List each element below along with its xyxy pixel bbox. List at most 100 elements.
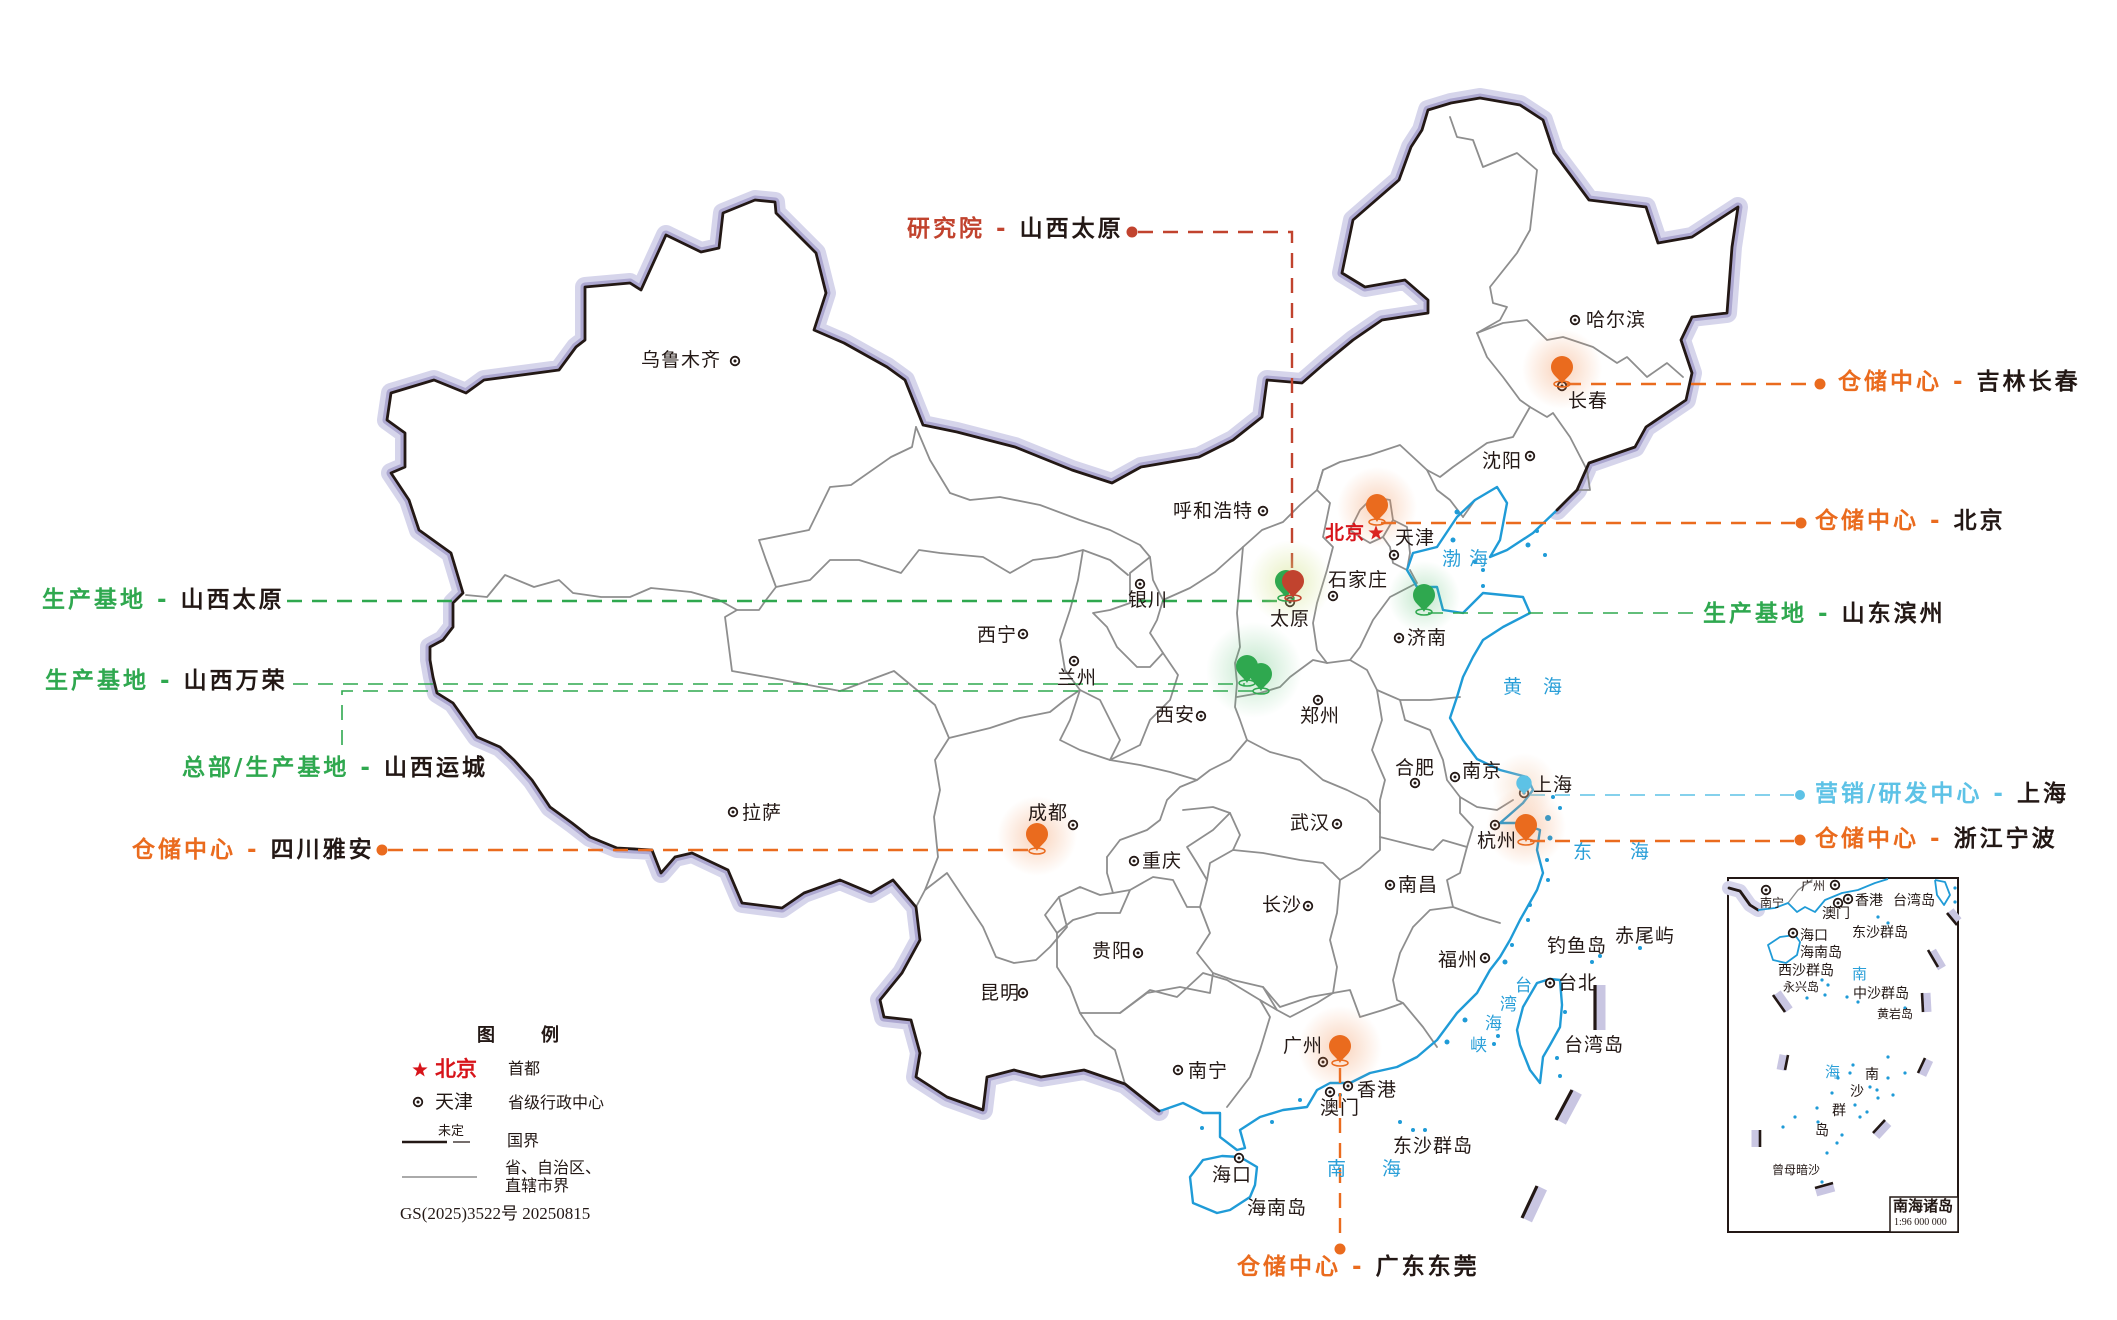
strait-label-taiwan-char: 海	[1485, 1014, 1502, 1034]
city-label-yinchuan: 银川	[1128, 589, 1169, 611]
facility-separator: -	[1942, 369, 1977, 395]
legend-capital-star-icon	[412, 1062, 428, 1077]
facility-separator: -	[149, 668, 184, 694]
facility-category: 仓储中心	[1237, 1254, 1341, 1280]
provincial-capital-icon	[1331, 818, 1343, 830]
inset-label-zhongsha: 中沙群岛	[1853, 986, 1909, 1002]
inset-label-yongxing: 永兴岛	[1783, 980, 1820, 994]
city-label-chongqing: 重庆	[1142, 850, 1183, 872]
south-china-sea-inset-map	[1722, 877, 1962, 1233]
inset-label-hongkong: 香港	[1855, 893, 1883, 909]
facility-location: 山西运城	[383, 755, 488, 781]
city-label-nanning: 南宁	[1188, 1060, 1229, 1082]
city-label-xian: 西安	[1155, 704, 1196, 726]
provincial-capital-icon	[1393, 632, 1405, 644]
city-label-lhasa: 拉萨	[742, 802, 783, 824]
research-pin-icon	[1282, 570, 1304, 602]
inset-label-hainan: 海南岛	[1800, 945, 1842, 961]
provincial-capital-icon	[1760, 884, 1772, 896]
facility-location: 山西太原	[180, 587, 285, 613]
city-label-zhengzhou: 郑州	[1300, 705, 1341, 727]
city-label-hongkong: 香港	[1357, 1079, 1398, 1101]
facility-label-sales-rd-shanghai: 营销/研发中心 - 上海	[1815, 783, 2069, 806]
leader-dot-warehouse-yaan	[376, 844, 388, 856]
city-label-wuhan: 武汉	[1290, 812, 1331, 834]
facility-category: 营销/研发中心	[1815, 781, 1983, 807]
facility-category: 研究院	[907, 216, 985, 242]
sea-label-donghai: 东海	[1573, 841, 1688, 863]
national-border	[385, 96, 1740, 1113]
city-label-urumqi: 乌鲁木齐	[641, 349, 722, 371]
sea-label-nanhai: 南海	[1327, 1158, 1438, 1180]
city-label-shijiazhuang: 石家庄	[1328, 569, 1389, 591]
provincial-capital-icon	[1409, 777, 1421, 789]
legend-undetermined-label: 未定	[438, 1124, 465, 1139]
provincial-capital-icon	[729, 355, 741, 367]
island-label-dongsha: 东沙群岛	[1393, 1135, 1474, 1157]
provincial-capital-icon	[1449, 771, 1461, 783]
provincial-capital-icon	[1068, 655, 1080, 667]
city-label-nanjing: 南京	[1462, 760, 1503, 782]
island-label-diaoyu: 钓鱼岛	[1547, 935, 1608, 957]
provincial-capital-icon	[1302, 900, 1314, 912]
facility-label-production-taiyuan: 生产基地 - 山西太原	[42, 589, 285, 612]
legend-national-border-desc: 国界	[507, 1131, 540, 1150]
facility-label-hq-production-yuncheng: 总部/生产基地 - 山西运城	[182, 757, 488, 780]
facility-location: 山西太原	[1019, 216, 1124, 242]
sea-label-bohai: 渤海	[1442, 548, 1497, 570]
facility-category: 仓储中心	[132, 837, 236, 863]
island-label-taiwan: 台湾岛	[1564, 1034, 1625, 1056]
facility-separator: -	[349, 755, 384, 781]
legend-provincial-sample: 天津	[435, 1091, 474, 1113]
facility-separator: -	[1919, 508, 1954, 534]
facility-category: 生产基地	[42, 587, 146, 613]
warehouse-pin-icon	[997, 796, 1077, 876]
city-label-shenyang: 沈阳	[1482, 450, 1523, 472]
inset-title: 南海诸岛	[1893, 1197, 1954, 1215]
city-label-kunming: 昆明	[980, 982, 1021, 1004]
city-label-haikou: 海口	[1212, 1164, 1253, 1186]
city-label-guangzhou: 广州	[1283, 1035, 1324, 1057]
facility-location: 山西万荣	[183, 668, 288, 694]
facility-category: 生产基地	[1703, 601, 1807, 627]
facility-label-warehouse-beijing: 仓储中心 - 北京	[1815, 510, 2006, 533]
provincial-capital-icon	[1172, 1064, 1184, 1076]
facility-location: 吉林长春	[1976, 369, 2081, 395]
production-pin-icon	[1388, 561, 1460, 633]
facility-separator: -	[146, 587, 181, 613]
facility-separator: -	[236, 837, 271, 863]
headquarters-pin-icon	[1250, 663, 1272, 695]
provincial-capital-icon	[1312, 694, 1324, 706]
provincial-capital-icon	[1233, 1152, 1245, 1164]
legend-provincial-desc: 省级行政中心	[508, 1093, 605, 1112]
facility-category: 仓储中心	[1838, 369, 1942, 395]
city-label-changsha: 长沙	[1262, 894, 1303, 916]
city-label-hohhot: 呼和浩特	[1173, 500, 1254, 522]
inset-nansha-char: 群	[1832, 1103, 1846, 1119]
facility-label-warehouse-dongguan: 仓储中心 - 广东东莞	[1237, 1256, 1480, 1279]
facility-separator: -	[1341, 1254, 1376, 1280]
inset-scale-box	[1889, 1196, 1959, 1233]
facility-separator: -	[1919, 826, 1954, 852]
inset-nansha-char: 沙	[1850, 1084, 1864, 1100]
inset-label-nanning: 南宁	[1760, 896, 1785, 910]
leader-dot-warehouse-dongguan	[1334, 1243, 1346, 1255]
warehouse-pin-icon	[1522, 329, 1602, 409]
warehouse-pin-icon	[1486, 787, 1566, 867]
provincial-capital-icon	[1787, 927, 1799, 939]
leader-dot-warehouse-ningbo	[1794, 834, 1806, 846]
facility-separator: -	[1807, 601, 1842, 627]
leader-line-hq-yuncheng	[341, 690, 1258, 745]
city-label-macau: 澳门	[1320, 1097, 1361, 1119]
inset-label-guangzhou: 广州	[1801, 879, 1826, 893]
strait-label-taiwan-char: 湾	[1500, 995, 1517, 1015]
provincial-capital-icon	[1524, 450, 1536, 462]
city-label-hangzhou: 杭州	[1477, 830, 1518, 852]
inset-label-taiwan: 台湾岛	[1893, 893, 1935, 909]
inset-scale: 1:96 000 000	[1894, 1217, 1947, 1228]
provincial-capital-icon	[727, 806, 739, 818]
island-label-chiwei: 赤尾屿	[1615, 925, 1676, 947]
leader-dot-warehouse-beijing	[1795, 517, 1807, 529]
facility-label-research-taiyuan: 研究院 - 山西太原	[907, 218, 1124, 241]
